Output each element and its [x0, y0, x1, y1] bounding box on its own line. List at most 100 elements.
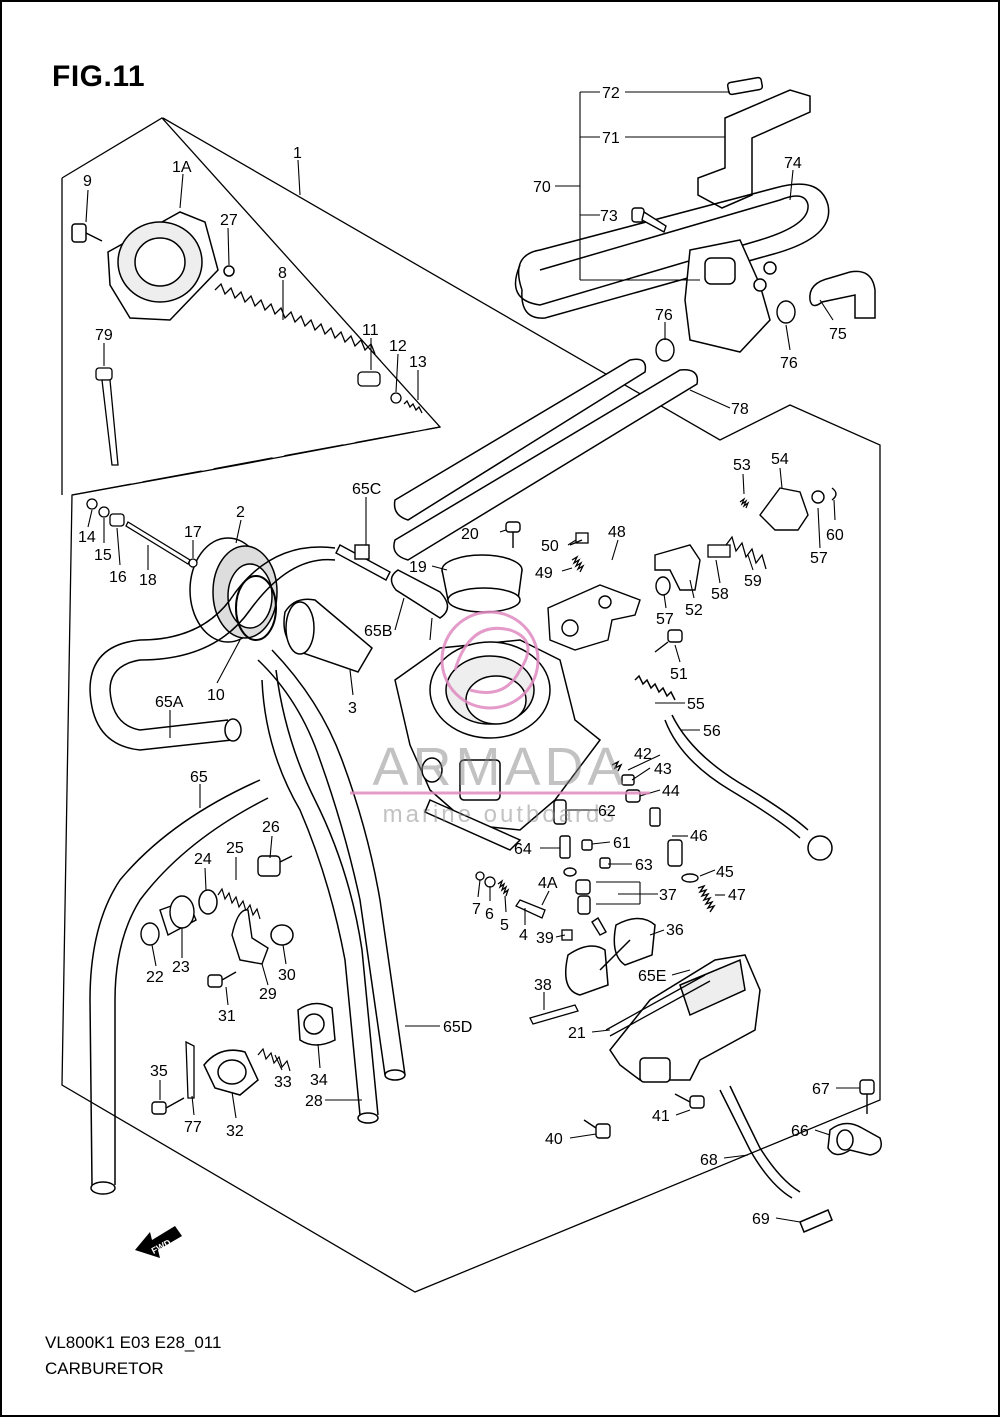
callout: 71 [602, 130, 620, 147]
callout: 21 [568, 1025, 586, 1042]
top-cover-1A [107, 211, 219, 321]
hose-75 [809, 270, 876, 319]
callout: 42 [634, 746, 652, 763]
callout: 44 [662, 783, 680, 800]
screw-40 [583, 1119, 611, 1139]
callout: 48 [608, 524, 626, 541]
callout: 35 [150, 1063, 168, 1080]
hose-74 [514, 183, 830, 319]
callout: 74 [784, 155, 802, 172]
callout: 50 [541, 538, 559, 555]
watermark-tagline: marine outboards [383, 801, 618, 828]
callout: 57 [656, 611, 674, 628]
callout: 39 [536, 930, 554, 947]
callout: 31 [218, 1008, 236, 1025]
callout: 1 [293, 145, 302, 162]
callout: 15 [94, 547, 112, 564]
cover-32 [203, 1049, 259, 1096]
callout: 26 [262, 819, 280, 836]
callout: 51 [670, 666, 688, 683]
callout: 76 [655, 307, 673, 324]
screw-20 [505, 521, 521, 548]
float-bowl-21 [609, 954, 761, 1083]
callout: 19 [409, 559, 427, 576]
callout: 63 [635, 857, 653, 874]
callout: 69 [752, 1211, 770, 1228]
throttle-slide-3 [283, 598, 373, 673]
callout: 16 [109, 569, 127, 586]
callout: 77 [184, 1119, 202, 1136]
callout: 65B [364, 623, 392, 640]
figure-code: VL800K1 E03 E28_011 [45, 1333, 222, 1352]
callout: 3 [348, 700, 357, 717]
callout: 65D [443, 1019, 472, 1036]
plunger-26 [257, 855, 293, 877]
watermark: ARMADA marine outboards [350, 610, 650, 828]
figure-title: FIG.11 [52, 60, 146, 93]
callout: 41 [652, 1108, 670, 1125]
callout: 70 [533, 179, 551, 196]
callout: 7 [472, 901, 481, 918]
spring-59 [707, 535, 767, 570]
callout: 2 [236, 504, 245, 521]
callout: 62 [598, 803, 616, 820]
callout: 14 [78, 529, 96, 546]
linkage-48 [547, 584, 641, 651]
valve-body-70 [684, 239, 777, 353]
screw-9 [71, 223, 103, 243]
spring-53 [739, 497, 750, 509]
callout: 61 [613, 835, 631, 852]
screw-31 [207, 971, 237, 988]
pilot-screw-4-7 [475, 871, 546, 919]
carburetor-body [394, 639, 602, 851]
callout: 79 [95, 327, 113, 344]
callout: 66 [791, 1123, 809, 1140]
callout: 75 [829, 326, 847, 343]
callout: 38 [534, 977, 552, 994]
callout: 55 [687, 696, 705, 713]
link-54 [759, 487, 837, 531]
drain-hose-68-69 [719, 1085, 833, 1233]
callout: 53 [733, 457, 751, 474]
callout: 65C [352, 481, 381, 498]
screw-41 [674, 1093, 705, 1109]
leader-lines [85, 91, 860, 1223]
callout: 11 [362, 322, 379, 339]
gasket-strip-21 [605, 974, 711, 1037]
hose-clamps-76 [655, 300, 796, 362]
screws-61-64 [553, 799, 611, 869]
callout: 52 [685, 602, 703, 619]
hose-65 [89, 779, 269, 1195]
tie-strap-79 [95, 367, 119, 466]
pin-38 [529, 1004, 579, 1025]
spring-25 [217, 887, 261, 920]
callout: 24 [194, 851, 212, 868]
callout: 8 [278, 265, 287, 282]
callout: 5 [500, 917, 509, 934]
spring-8 [214, 282, 376, 355]
spring-49-50 [569, 532, 589, 573]
jets-37 [563, 867, 607, 936]
oring-27 [223, 265, 235, 277]
callout: 65A [155, 694, 184, 711]
callout: 67 [812, 1081, 830, 1098]
callout: 17 [184, 524, 202, 541]
hose-65B [390, 569, 449, 619]
bracket-71 [697, 76, 811, 209]
vacuum-chamber-19 [441, 554, 523, 613]
callout: 56 [703, 723, 721, 740]
callout: 4A [538, 875, 558, 892]
callout: 12 [389, 338, 407, 355]
callout: 23 [172, 959, 190, 976]
adapter-ring-2 [189, 537, 278, 643]
callout-labels: 1 1A 9 27 8 79 11 12 13 72 71 70 73 74 7… [78, 85, 847, 1228]
callout: 1A [172, 159, 192, 176]
needle-valve-46-47 [649, 807, 716, 913]
callout: 59 [744, 573, 762, 590]
figure-name: CARBURETOR [45, 1359, 164, 1378]
lever-29 [231, 909, 269, 965]
callout: 64 [514, 841, 532, 858]
callout: 30 [278, 967, 296, 984]
callout: 46 [690, 828, 708, 845]
